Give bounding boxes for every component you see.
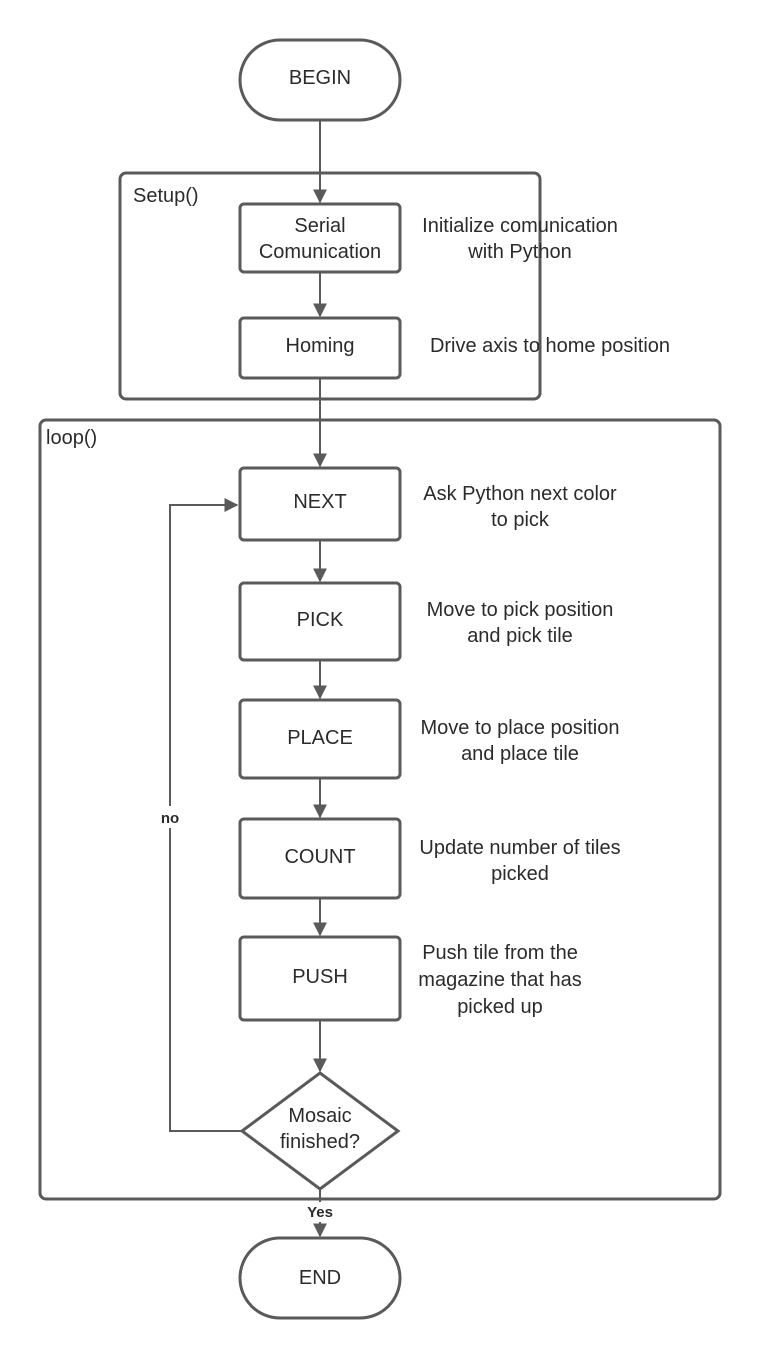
decision-node: [239, 1071, 401, 1191]
note-pick-line2: and pick tile: [467, 625, 573, 647]
serial-label-line2: Comunication: [259, 241, 381, 263]
decision-label-line1: Mosaic: [288, 1105, 351, 1127]
homing-node: [238, 316, 402, 380]
pick-label: PICK: [297, 609, 344, 631]
count-label: COUNT: [284, 846, 355, 868]
note-next-line1: Ask Python next color: [423, 483, 617, 505]
serial-label-line1: Serial: [294, 215, 345, 237]
note-count-line2: picked: [491, 863, 549, 885]
note-place-line1: Move to place position: [420, 717, 619, 739]
place-node: [238, 698, 402, 780]
homing-label: Homing: [286, 335, 355, 357]
pick-node: [238, 581, 402, 662]
note-homing: Drive axis to home position: [430, 335, 670, 357]
begin-node: [238, 38, 402, 122]
loop-group-label: loop(): [46, 427, 97, 449]
yes-label-bg: [300, 1202, 340, 1222]
note-place-line2: and place tile: [461, 743, 579, 765]
setup-group-label: Setup(): [133, 185, 199, 207]
push-node: [238, 935, 402, 1022]
serial-node: [238, 202, 402, 274]
next-node: [238, 466, 402, 542]
note-count-line1: Update number of tiles: [419, 837, 620, 859]
count-node: [238, 817, 402, 900]
note-pick-line1: Move to pick position: [427, 599, 614, 621]
end-label: END: [299, 1267, 341, 1289]
push-label: PUSH: [292, 966, 348, 988]
note-serial-line2: with Python: [467, 241, 571, 263]
no-label-bg: [152, 806, 188, 828]
next-label: NEXT: [293, 491, 346, 513]
loop-group: [38, 418, 722, 1201]
note-push-line2: magazine that has: [418, 969, 581, 991]
begin-label: BEGIN: [289, 67, 351, 89]
end-node: [238, 1236, 402, 1320]
decision-label-line2: finished?: [280, 1131, 360, 1153]
setup-group: [118, 171, 542, 401]
place-label: PLACE: [287, 727, 353, 749]
note-next-line2: to pick: [491, 509, 550, 531]
note-serial-line1: Initialize comunication: [422, 215, 618, 237]
note-push-line1: Push tile from the: [422, 942, 578, 964]
edge-label-yes: Yes: [307, 1204, 333, 1221]
note-push-line3: picked up: [457, 996, 543, 1018]
edge-label-no: no: [161, 810, 179, 827]
